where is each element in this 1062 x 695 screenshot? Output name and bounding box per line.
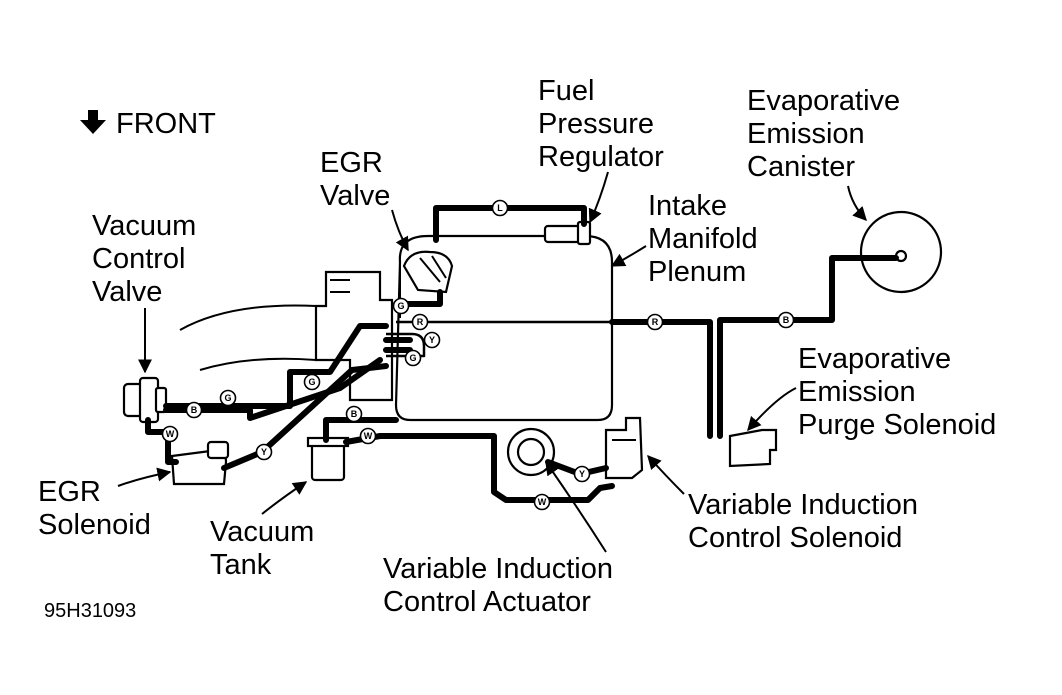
intake-manifold-plenum	[179, 234, 614, 422]
hose-tag-r-right: R	[646, 313, 664, 331]
label-evaporative-emission-canister: Evaporative Emission Canister	[747, 85, 900, 183]
svg-text:Pressure: Pressure	[538, 108, 654, 140]
svg-text:R: R	[652, 317, 659, 327]
svg-text:Vacuum: Vacuum	[92, 210, 196, 242]
svg-text:Evaporative: Evaporative	[747, 85, 900, 117]
hose-tag-y-egr: Y	[255, 443, 273, 461]
svg-text:Fuel: Fuel	[538, 75, 594, 107]
hose-tag-g-left: G	[303, 373, 321, 391]
hose-tag-g-valve: G	[219, 389, 237, 407]
svg-text:Valve: Valve	[320, 180, 390, 212]
label-intake-manifold-plenum: Intake Manifold Plenum	[648, 190, 758, 288]
svg-text:R: R	[417, 317, 424, 327]
hose-tag-b-canister: B	[777, 311, 795, 329]
svg-text:Canister: Canister	[747, 151, 855, 183]
svg-text:Valve: Valve	[92, 276, 162, 308]
egr-solenoid	[170, 440, 230, 486]
label-variable-induction-control-solenoid: Variable Induction Control Solenoid	[688, 489, 918, 554]
svg-text:Variable Induction: Variable Induction	[688, 489, 918, 521]
svg-text:B: B	[351, 409, 358, 419]
figure-code: 95H31093	[44, 600, 136, 622]
label-vacuum-control-valve: Vacuum Control Valve	[92, 210, 196, 308]
svg-text:EGR: EGR	[38, 476, 101, 508]
hose-tag-w-bottom: W	[533, 493, 551, 511]
svg-text:G: G	[397, 301, 404, 311]
hose-tag-y-solenoid: Y	[573, 465, 591, 483]
hose-tags: L G R R B Y G G G B W Y B W W Y	[161, 199, 795, 511]
front-marker: FRONT	[80, 108, 216, 140]
svg-text:EGR: EGR	[320, 147, 383, 179]
vacuum-tank	[306, 436, 350, 482]
hose-tag-b-valve: B	[185, 401, 203, 419]
hose-tag-l: L	[491, 199, 509, 217]
hose-tag-w-tank: W	[359, 427, 377, 445]
svg-text:Control Solenoid: Control Solenoid	[688, 522, 902, 554]
variable-induction-control-actuator	[506, 427, 556, 477]
variable-induction-control-solenoid	[604, 416, 644, 480]
svg-text:Manifold: Manifold	[648, 223, 758, 255]
label-fuel-pressure-regulator: Fuel Pressure Regulator	[538, 75, 664, 173]
svg-text:W: W	[538, 497, 547, 507]
label-egr-solenoid: EGR Solenoid	[38, 476, 151, 541]
hose-tag-b-tank: B	[345, 405, 363, 423]
svg-text:G: G	[308, 377, 315, 387]
svg-text:Regulator: Regulator	[538, 141, 664, 173]
svg-text:Tank: Tank	[210, 549, 272, 581]
svg-text:Y: Y	[261, 447, 267, 457]
svg-text:B: B	[191, 405, 198, 415]
svg-text:Intake: Intake	[648, 190, 727, 222]
svg-text:Plenum: Plenum	[648, 256, 746, 288]
svg-text:Purge Solenoid: Purge Solenoid	[798, 409, 996, 441]
down-arrow-icon	[80, 110, 106, 134]
vacuum-control-valve	[122, 376, 168, 424]
hose-tag-g-mid: G	[404, 349, 422, 367]
svg-text:Control: Control	[92, 243, 186, 275]
hose-tag-r-left: R	[411, 313, 429, 331]
evaporative-emission-purge-solenoid	[728, 428, 778, 468]
svg-text:Solenoid: Solenoid	[38, 509, 151, 541]
hose-tag-g-top: G	[392, 297, 410, 315]
svg-text:W: W	[364, 431, 373, 441]
label-evaporative-emission-purge-solenoid: Evaporative Emission Purge Solenoid	[798, 343, 996, 441]
svg-text:Variable Induction: Variable Induction	[383, 553, 613, 585]
svg-text:Emission: Emission	[798, 376, 916, 408]
svg-text:G: G	[224, 393, 231, 403]
label-vacuum-tank: Vacuum Tank	[210, 516, 314, 581]
hose-tag-y-upper: Y	[423, 331, 441, 349]
svg-text:W: W	[166, 429, 175, 439]
label-egr-valve: EGR Valve	[320, 147, 390, 212]
svg-text:Evaporative: Evaporative	[798, 343, 951, 375]
svg-text:G: G	[409, 353, 416, 363]
front-label: FRONT	[116, 108, 216, 140]
svg-text:Y: Y	[429, 335, 435, 345]
svg-text:Y: Y	[579, 469, 585, 479]
svg-text:Emission: Emission	[747, 118, 865, 150]
label-variable-induction-control-actuator: Variable Induction Control Actuator	[383, 553, 613, 618]
svg-text:L: L	[497, 203, 503, 213]
hose-tag-w-left: W	[161, 425, 179, 443]
svg-text:B: B	[783, 315, 790, 325]
leader-arrows	[117, 171, 867, 553]
egr-valve	[402, 250, 454, 294]
svg-text:Vacuum: Vacuum	[210, 516, 314, 548]
svg-text:Control Actuator: Control Actuator	[383, 586, 591, 618]
evaporative-emission-canister	[859, 210, 943, 294]
